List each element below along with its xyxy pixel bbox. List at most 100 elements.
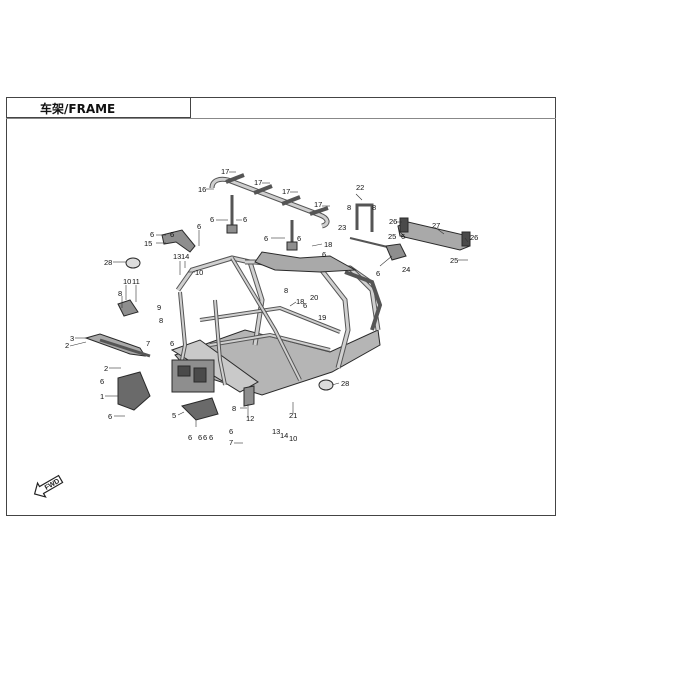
callout-label: 28 — [104, 258, 112, 267]
callout-label: 6 — [150, 230, 154, 239]
callout-label: 25 — [388, 232, 396, 241]
fwd-label: FWD — [44, 478, 61, 492]
callout-label: 26 — [389, 217, 397, 226]
callout-labels: 17 17 17 17 16 6 6 6 6 6 6 15 6 28 13 14… — [65, 167, 478, 447]
roof-rack-foot-1 — [226, 224, 238, 234]
callout-label: 6 — [108, 412, 112, 421]
roof-rack-foot-2 — [286, 241, 298, 251]
callout-label: 25 — [450, 256, 458, 265]
callout-label: 14 — [280, 431, 288, 440]
front-lower-block-detail — [177, 365, 191, 377]
callout-label: 2 — [65, 341, 69, 350]
callout-label: 23 — [338, 223, 346, 232]
callout-label: 1 — [100, 392, 104, 401]
frame-left-rail — [170, 339, 259, 393]
callout-label: 17 — [221, 167, 229, 176]
callout-label: 6 — [297, 234, 301, 243]
callout-label: 6 — [376, 269, 380, 278]
callout-label: 6 — [243, 215, 247, 224]
front-lower-block-detail-2 — [193, 367, 207, 383]
callout-label: 13 — [272, 427, 280, 436]
callout-label: 19 — [318, 313, 326, 322]
roof-rack-bar-3 — [281, 195, 301, 206]
callout-label: 6 — [170, 230, 174, 239]
callout-label: 6 — [229, 427, 233, 436]
callout-label: 11 — [132, 277, 140, 286]
callout-label: 18 — [324, 240, 332, 249]
bracket-15-body — [161, 229, 196, 253]
rear-subframe — [344, 270, 383, 331]
rear-bar-assembly — [349, 203, 471, 261]
title-divider — [6, 118, 556, 119]
callout-label: 12 — [246, 414, 254, 423]
callout-label: 17 — [282, 187, 290, 196]
callout-label: 7 — [229, 438, 233, 447]
callout-label: 6 — [401, 232, 405, 241]
callout-label: 6 — [322, 250, 326, 259]
callout-label: 15 — [144, 239, 152, 248]
callout-label: 17 — [254, 178, 262, 187]
callout-label: 17 — [314, 200, 322, 209]
callout-label: 6 — [198, 433, 202, 442]
diagram-border — [6, 97, 556, 516]
rear-upper-cage — [254, 251, 357, 273]
title-tab — [6, 97, 191, 118]
callout-label: 8 — [284, 286, 288, 295]
callout-label: 6 — [264, 234, 268, 243]
callout-label: 8 — [232, 404, 236, 413]
callout-label: 14 — [181, 252, 189, 261]
skid-plate-1 — [117, 371, 151, 411]
rear-rail-27-block — [399, 217, 409, 233]
callout-label: 10 — [123, 277, 131, 286]
cage-tube-cross-2-inner — [209, 333, 331, 351]
callout-label: 9 — [157, 303, 161, 312]
callout-label: 6 — [188, 433, 192, 442]
callout-label: 13 — [173, 252, 181, 261]
cage-tube-diagonal-inner — [231, 257, 301, 381]
skid-plate-5 — [181, 397, 219, 421]
bracket-12 — [243, 385, 255, 407]
callout-label: 26 — [470, 233, 478, 242]
callout-label: 8 — [372, 203, 376, 212]
callout-label: 6 — [209, 433, 213, 442]
u-bracket-23 — [355, 203, 374, 232]
cage-tube-mid-upright-inner — [214, 299, 226, 386]
fwd-arrow-icon: FWD — [33, 474, 64, 498]
callout-label: 21 — [289, 411, 297, 420]
bracket-15 — [161, 229, 196, 253]
grommet-28-left — [125, 257, 141, 269]
link-10-11 — [117, 299, 139, 317]
callout-label: 6 — [303, 301, 307, 310]
callout-label: 20 — [310, 293, 318, 302]
roof-rack-bar-1 — [225, 173, 245, 184]
callout-label: 28 — [341, 379, 349, 388]
roof-rack — [209, 173, 330, 251]
callout-label: 5 — [172, 411, 176, 420]
main-frame — [170, 251, 383, 396]
callout-label: 6 — [210, 215, 214, 224]
tie-rod-3-shaft — [99, 338, 151, 358]
bracket-24 — [385, 243, 407, 261]
callout-label: 6 — [100, 377, 104, 386]
left-parts — [84, 257, 334, 421]
roof-rack-bar-4 — [309, 206, 329, 216]
callout-label: 6 — [203, 433, 207, 442]
callout-label: 27 — [432, 221, 440, 230]
callout-label: 6 — [197, 222, 201, 231]
callout-label: 22 — [356, 183, 364, 192]
callout-label: 24 — [402, 265, 410, 274]
callout-label: 18 — [296, 297, 304, 306]
roof-rack-rail-inner — [210, 177, 329, 228]
callout-label: 6 — [170, 339, 174, 348]
callout-label: 10 — [289, 434, 297, 443]
callout-label: 3 — [70, 334, 74, 343]
cage-tube-rear-inner — [318, 267, 350, 369]
callout-label: 7 — [146, 339, 150, 348]
callout-label: 8 — [118, 289, 122, 298]
grommet-28-right — [318, 379, 334, 391]
callout-label: 16 — [198, 185, 206, 194]
callout-label: 2 — [104, 364, 108, 373]
callout-label: 8 — [159, 316, 163, 325]
leader-lines — [69, 171, 469, 444]
